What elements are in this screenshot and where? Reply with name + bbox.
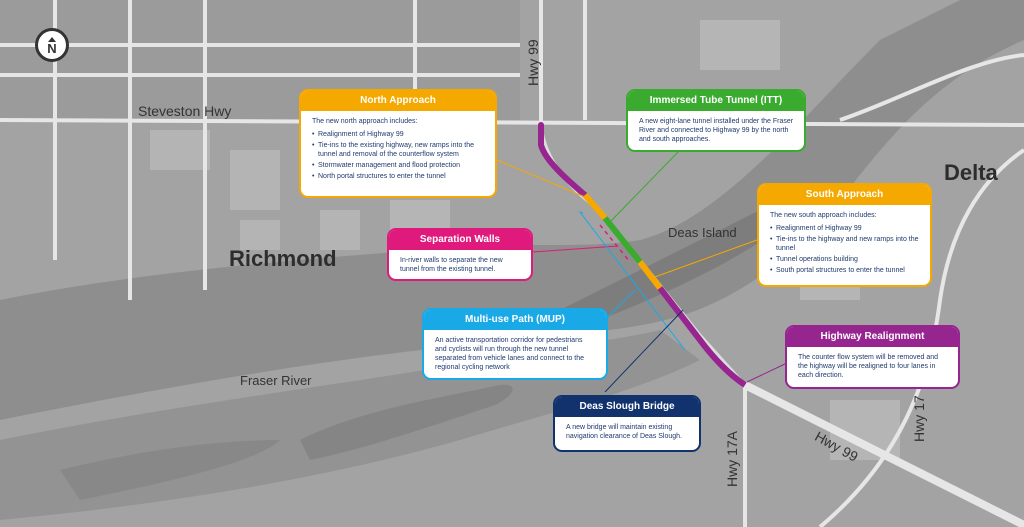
north-arrow-icon: N xyxy=(35,28,69,62)
label-deas-island: Deas Island xyxy=(668,225,737,240)
callout-multi-use-path[interactable]: Multi-use Path (MUP) An active transport… xyxy=(422,308,608,380)
callout-deas-slough-bridge[interactable]: Deas Slough Bridge A new bridge will mai… xyxy=(553,395,701,452)
north-arrowhead-icon xyxy=(48,36,56,42)
callout-intro: The new north approach includes: xyxy=(312,118,418,125)
list-item: North portal structures to enter the tun… xyxy=(312,172,485,181)
callout-title: South Approach xyxy=(759,185,930,205)
callout-body: An active transportation corridor for pe… xyxy=(435,337,585,371)
list-item: Realignment of Highway 99 xyxy=(312,130,485,139)
callout-title: Deas Slough Bridge xyxy=(555,397,699,417)
label-steveston-hwy: Steveston Hwy xyxy=(138,103,232,119)
label-fraser-river: Fraser River xyxy=(240,373,312,388)
callout-title: North Approach xyxy=(301,91,495,111)
callout-body: In-river walls to separate the new tunne… xyxy=(400,257,503,273)
callout-north-approach[interactable]: North Approach The new north approach in… xyxy=(299,89,497,198)
callout-separation-walls[interactable]: Separation Walls In-river walls to separ… xyxy=(387,228,533,281)
callout-immersed-tube-tunnel[interactable]: Immersed Tube Tunnel (ITT) A new eight-l… xyxy=(626,89,806,152)
label-hwy-17: Hwy 17 xyxy=(911,395,927,442)
list-item: Tunnel operations building xyxy=(770,255,920,264)
callout-highway-realignment[interactable]: Highway Realignment The counter flow sys… xyxy=(785,325,960,389)
callout-body: The counter flow system will be removed … xyxy=(798,354,939,379)
list-item: Realignment of Highway 99 xyxy=(770,224,920,233)
callout-south-approach[interactable]: South Approach The new south approach in… xyxy=(757,183,932,287)
label-delta: Delta xyxy=(944,160,998,185)
label-richmond: Richmond xyxy=(229,246,337,271)
label-hwy-17a: Hwy 17A xyxy=(724,430,740,487)
list-item: Tie-ins to the highway and new ramps int… xyxy=(770,235,920,253)
list-item: Tie-ins to the existing highway, new ram… xyxy=(312,141,485,159)
north-label: N xyxy=(47,40,57,56)
list-item: South portal structures to enter the tun… xyxy=(770,266,920,275)
callout-title: Immersed Tube Tunnel (ITT) xyxy=(628,91,804,111)
callout-title: Multi-use Path (MUP) xyxy=(424,310,606,330)
callout-body: A new bridge will maintain existing navi… xyxy=(566,424,682,440)
callout-title: Separation Walls xyxy=(389,230,531,250)
list-item: Stormwater management and flood protecti… xyxy=(312,161,485,170)
label-hwy-99-north: Hwy 99 xyxy=(525,39,541,86)
callout-intro: The new south approach includes: xyxy=(770,212,877,219)
callout-body: A new eight-lane tunnel installed under … xyxy=(639,118,794,143)
callout-title: Highway Realignment xyxy=(787,327,958,347)
